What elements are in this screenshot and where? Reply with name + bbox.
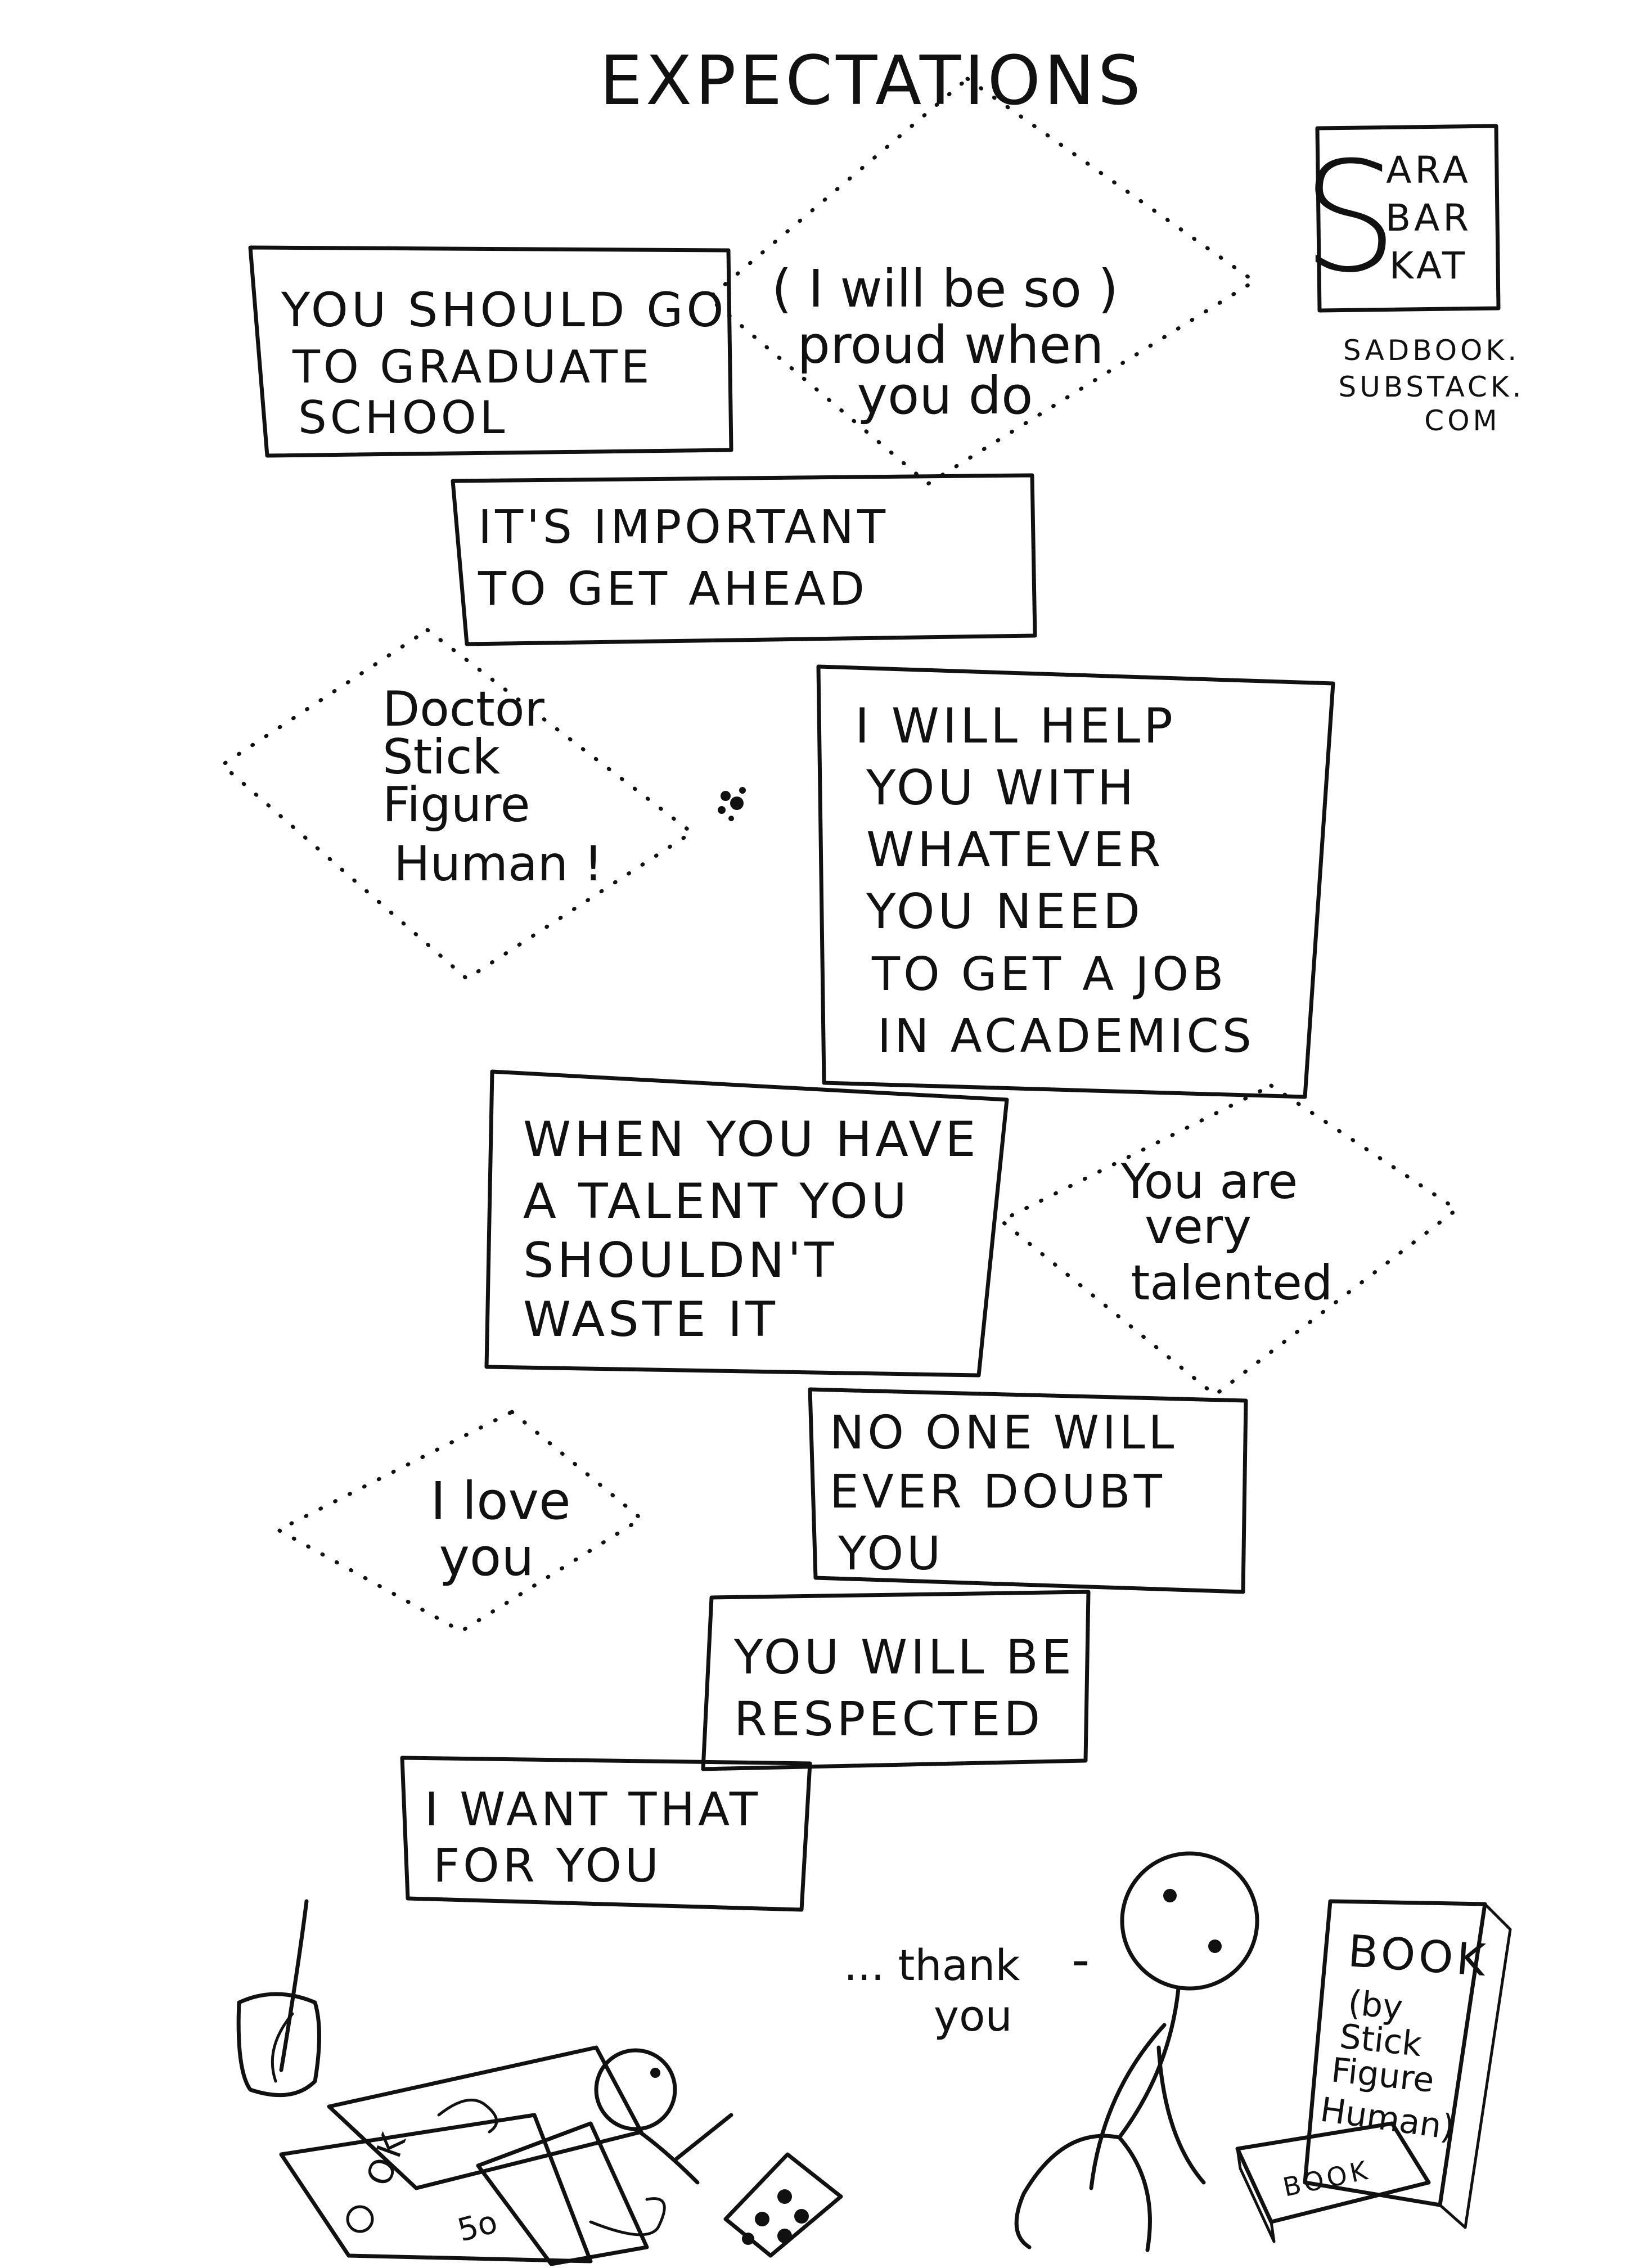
diamond-doctor-line-4: Human ! [394, 836, 603, 892]
box-help-line-2: YOU WITH [866, 760, 1137, 816]
box-respected: YOU WILL BE RESPECTED [701, 1590, 1091, 1771]
box-respected-line-1: YOU WILL BE [733, 1630, 1075, 1685]
figure-speech-dash: - [1072, 1930, 1090, 1990]
book-cover-line-5: Human) [1318, 2090, 1457, 2148]
box-doubt-line-2: EVER DOUBT [830, 1465, 1165, 1519]
box-doubt-line-1: NO ONE WILL [830, 1406, 1177, 1460]
logo-line-2: BAR [1385, 196, 1472, 240]
box-help-line-5: TO GET A JOB [871, 948, 1227, 1001]
comic-title: EXPECTATIONS [600, 42, 1144, 120]
box-want-line-1: I WANT THAT [425, 1783, 761, 1837]
book-illustration: BOOK (by Stick Figure Human) [1303, 1899, 1512, 2229]
box-ahead: IT'S IMPORTANT TO GET AHEAD [451, 473, 1037, 646]
small-book-label: BOOK [1280, 2154, 1373, 2203]
figure-speech-line-1: ... thank [844, 1940, 1020, 1990]
diamond-love: I love you [274, 1409, 645, 1634]
box-graduate-line-1: YOU SHOULD GO [281, 282, 727, 338]
paper-sheets: OK 5o [279, 2045, 666, 2266]
artist-site: SADBOOK. SUBSTACK. COM [1338, 334, 1524, 437]
box-help-line-4: YOU NEED [866, 884, 1144, 940]
artist-logo: S ARA BAR KAT [1302, 124, 1501, 313]
diamond-love-line-2: you [439, 1527, 534, 1587]
box-ahead-line-1: IT'S IMPORTANT [478, 501, 889, 554]
diamond-talented: You are very talented [997, 1083, 1461, 1398]
diamond-talented-line-3: talented [1131, 1255, 1333, 1311]
ink-smudge [718, 787, 746, 821]
box-doubt-line-3: YOU [838, 1527, 944, 1581]
box-help-line-6: IN ACADEMICS [877, 1010, 1255, 1063]
box-graduate-line-3: SCHOOL [298, 392, 508, 444]
diamond-talented-line-1: You are [1120, 1154, 1298, 1210]
box-talent-line-2: A TALENT YOU [523, 1173, 910, 1230]
logo-line-3: KAT [1389, 244, 1468, 287]
box-want-line-2: FOR YOU [433, 1839, 662, 1893]
stick-figure [1014, 1851, 1259, 2252]
box-graduate: YOU SHOULD GO TO GRADUATE SCHOOL [248, 245, 733, 458]
box-help-line-3: WHATEVER [866, 822, 1164, 878]
paint-cup [236, 1899, 321, 2098]
diamond-proud-line-2: proud when [798, 315, 1104, 375]
diamond-talented-line-2: very [1145, 1199, 1252, 1255]
box-graduate-line-2: TO GRADUATE [292, 341, 652, 393]
box-talent-line-1: WHEN YOU HAVE [523, 1112, 979, 1168]
paint-palette [723, 2152, 843, 2258]
diamond-doctor-line-3: Figure [382, 777, 530, 833]
paper-mark-so: 5o [454, 2204, 501, 2249]
logo-initial: S [1302, 129, 1398, 306]
box-respected-line-2: RESPECTED [734, 1691, 1043, 1747]
diamond-proud-line-3: you do [857, 366, 1033, 426]
site-line-3: COM [1424, 404, 1500, 437]
diamond-love-line-1: I love [430, 1471, 570, 1531]
box-help: I WILL HELP YOU WITH WHATEVER YOU NEED T… [816, 664, 1335, 1099]
book-cover-line-1: BOOK [1347, 1926, 1491, 1986]
box-talent-line-3: SHOULDN'T [523, 1232, 838, 1289]
box-doubt: NO ONE WILL EVER DOUBT YOU [808, 1387, 1248, 1594]
site-line-2: SUBSTACK. [1338, 371, 1524, 403]
diamond-proud-line-1: ( I will be so ) [772, 259, 1118, 319]
book-cover-line-3: Stick [1338, 2017, 1424, 2064]
box-want: I WANT THAT FOR YOU [400, 1756, 812, 1912]
box-help-line-1: I WILL HELP [855, 698, 1176, 754]
diamond-doctor-line-1: Doctor [382, 681, 544, 737]
logo-line-1: ARA [1386, 148, 1471, 192]
figure-speech-line-2: you [934, 1991, 1012, 2041]
box-talent: WHEN YOU HAVE A TALENT YOU SHOULDN'T WAS… [484, 1069, 1009, 1378]
diamond-doctor-line-2: Stick [382, 729, 500, 785]
box-ahead-line-2: TO GET AHEAD [478, 562, 868, 616]
site-line-1: SADBOOK. [1343, 334, 1520, 367]
book-cover-line-2: (by [1346, 1983, 1405, 2028]
diamond-doctor: Doctor Stick Figure Human ! [219, 627, 696, 982]
box-talent-line-4: WASTE IT [523, 1292, 778, 1348]
small-book: BOOK [1235, 2121, 1431, 2243]
paint-tube [594, 2048, 733, 2185]
diamond-proud: ( I will be so ) proud when you do [705, 76, 1258, 487]
